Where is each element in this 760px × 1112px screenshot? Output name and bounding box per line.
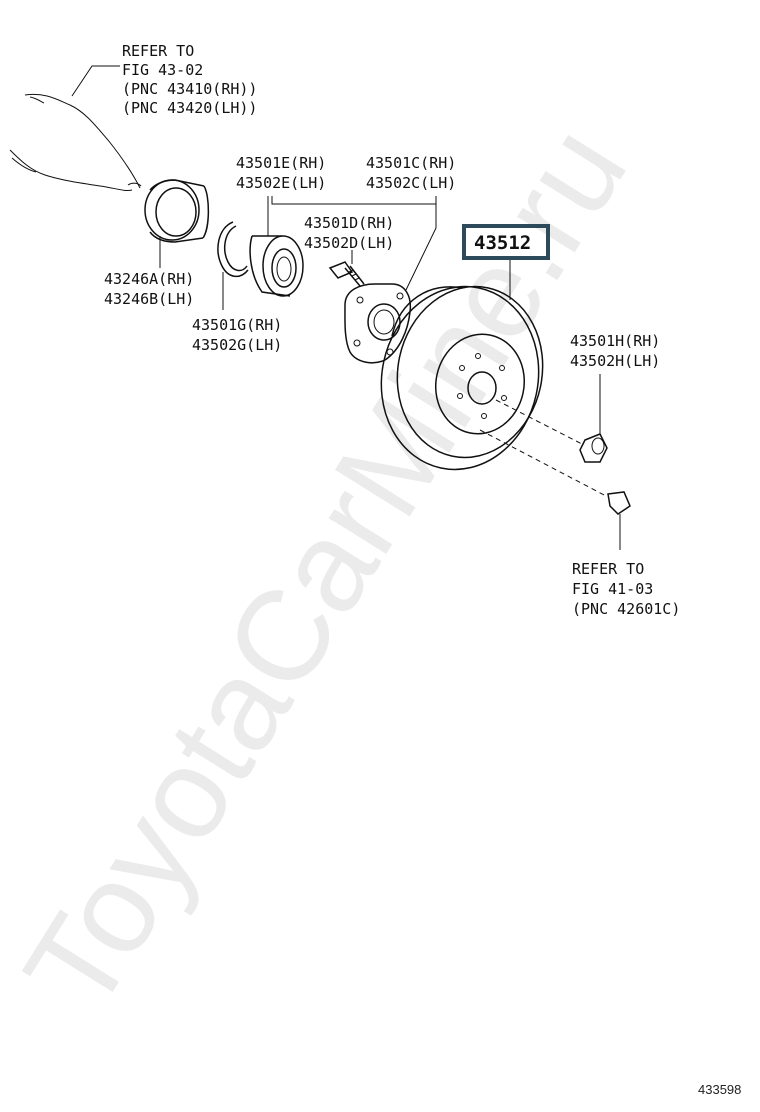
svg-text:43502E(LH): 43502E(LH) — [236, 174, 326, 192]
svg-text:43501G(RH): 43501G(RH) — [192, 316, 282, 334]
svg-text:43501H(RH): 43501H(RH) — [570, 332, 660, 350]
leader-43501c-b — [405, 204, 437, 291]
hub-nut — [579, 433, 608, 463]
leader-43501c — [271, 196, 437, 205]
alignment-line-lower — [479, 429, 607, 497]
svg-text:REFER TO: REFER TO — [122, 42, 194, 60]
svg-text:43502H(LH): 43502H(LH) — [570, 352, 660, 370]
svg-text:43502D(LH): 43502D(LH) — [304, 234, 394, 252]
label-43501c[interactable]: 43501C(RH) 43502C(LH) — [366, 154, 456, 192]
svg-text:FIG 43-02: FIG 43-02 — [122, 61, 203, 79]
svg-text:REFER TO: REFER TO — [572, 560, 644, 578]
label-43501h[interactable]: 43501H(RH) 43502H(LH) — [570, 332, 660, 370]
svg-text:43501C(RH): 43501C(RH) — [366, 154, 456, 172]
alignment-line-upper — [495, 399, 583, 445]
label-refer-bottom: REFER TO FIG 41-03 (PNC 42601C) — [572, 560, 680, 618]
dust-seal — [144, 179, 210, 243]
svg-text:43246B(LH): 43246B(LH) — [104, 290, 194, 308]
svg-text:(PNC 42601C): (PNC 42601C) — [572, 600, 680, 618]
drive-shaft-outline — [9, 93, 142, 191]
label-43246[interactable]: 43246A(RH) 43246B(LH) — [104, 270, 194, 308]
svg-text:(PNC 43420(LH)): (PNC 43420(LH)) — [122, 99, 257, 117]
svg-text:(PNC 43410(RH)): (PNC 43410(RH)) — [122, 80, 257, 98]
figure-number: 433598 — [698, 1082, 741, 1097]
axle-hub — [344, 283, 412, 364]
label-43501e[interactable]: 43501E(RH) 43502E(LH) — [236, 154, 326, 192]
snap-ring — [217, 221, 249, 278]
wheel-sensor — [607, 491, 631, 515]
leader-refer-top — [71, 65, 120, 97]
wheel-bearing — [249, 235, 304, 297]
label-43501d[interactable]: 43501D(RH) 43502D(LH) — [304, 214, 394, 252]
label-43512[interactable]: 43512 — [474, 232, 531, 254]
label-43501g[interactable]: 43501G(RH) 43502G(LH) — [192, 316, 282, 354]
brake-disc — [380, 285, 544, 471]
svg-text:FIG 41-03: FIG 41-03 — [572, 580, 653, 598]
label-refer-top: REFER TO FIG 43-02 (PNC 43410(RH)) (PNC … — [122, 42, 257, 117]
svg-text:43502C(LH): 43502C(LH) — [366, 174, 456, 192]
svg-text:43501D(RH): 43501D(RH) — [304, 214, 394, 232]
highlight-box[interactable] — [462, 224, 550, 260]
svg-text:43502G(LH): 43502G(LH) — [192, 336, 282, 354]
hub-bolt — [328, 261, 365, 287]
svg-text:43501E(RH): 43501E(RH) — [236, 154, 326, 172]
svg-text:43246A(RH): 43246A(RH) — [104, 270, 194, 288]
